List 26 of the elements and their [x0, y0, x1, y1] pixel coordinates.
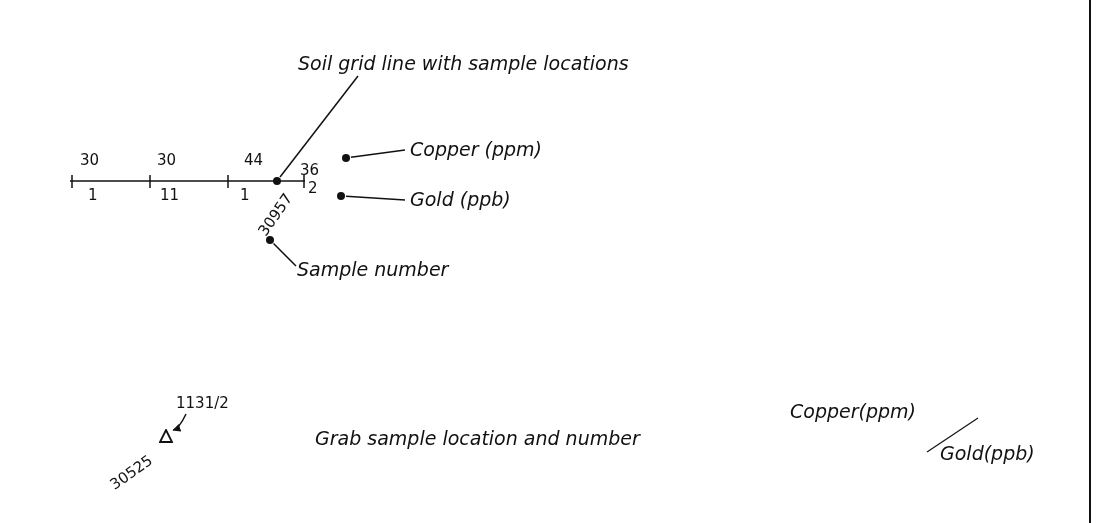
sample-values: 1131/2 [176, 395, 229, 412]
legend-text: Gold(ppb) [940, 442, 1035, 464]
sample-dot [337, 192, 345, 200]
grid-value: 30 [157, 152, 177, 169]
caption-text: Copper (ppm) [410, 138, 542, 160]
leader-line [350, 149, 406, 159]
grid-value: 36 [300, 162, 320, 179]
caption-text: Sample number [297, 258, 449, 280]
leader-line [279, 75, 359, 178]
leader-line [345, 195, 406, 201]
sample-dot [266, 236, 274, 244]
legend-text: Copper(ppm) [790, 400, 916, 422]
grab-sample-triangle [159, 429, 173, 443]
caption-text: Soil grid line with sample locations [298, 52, 629, 74]
grid-value: 1 [240, 187, 250, 204]
sample-dot [273, 177, 281, 185]
grid-value: 2 [308, 180, 318, 197]
caption-text: Grab sample location and number [315, 427, 640, 449]
grid-value: 1 [88, 187, 98, 204]
sample-dot [342, 154, 350, 162]
grid-value: 11 [160, 187, 180, 204]
leader-line [272, 242, 297, 267]
grid-value: 44 [244, 152, 264, 169]
arrow [172, 413, 187, 431]
grid-value: 30 [80, 152, 100, 169]
caption-text: Gold (ppb) [410, 188, 511, 210]
